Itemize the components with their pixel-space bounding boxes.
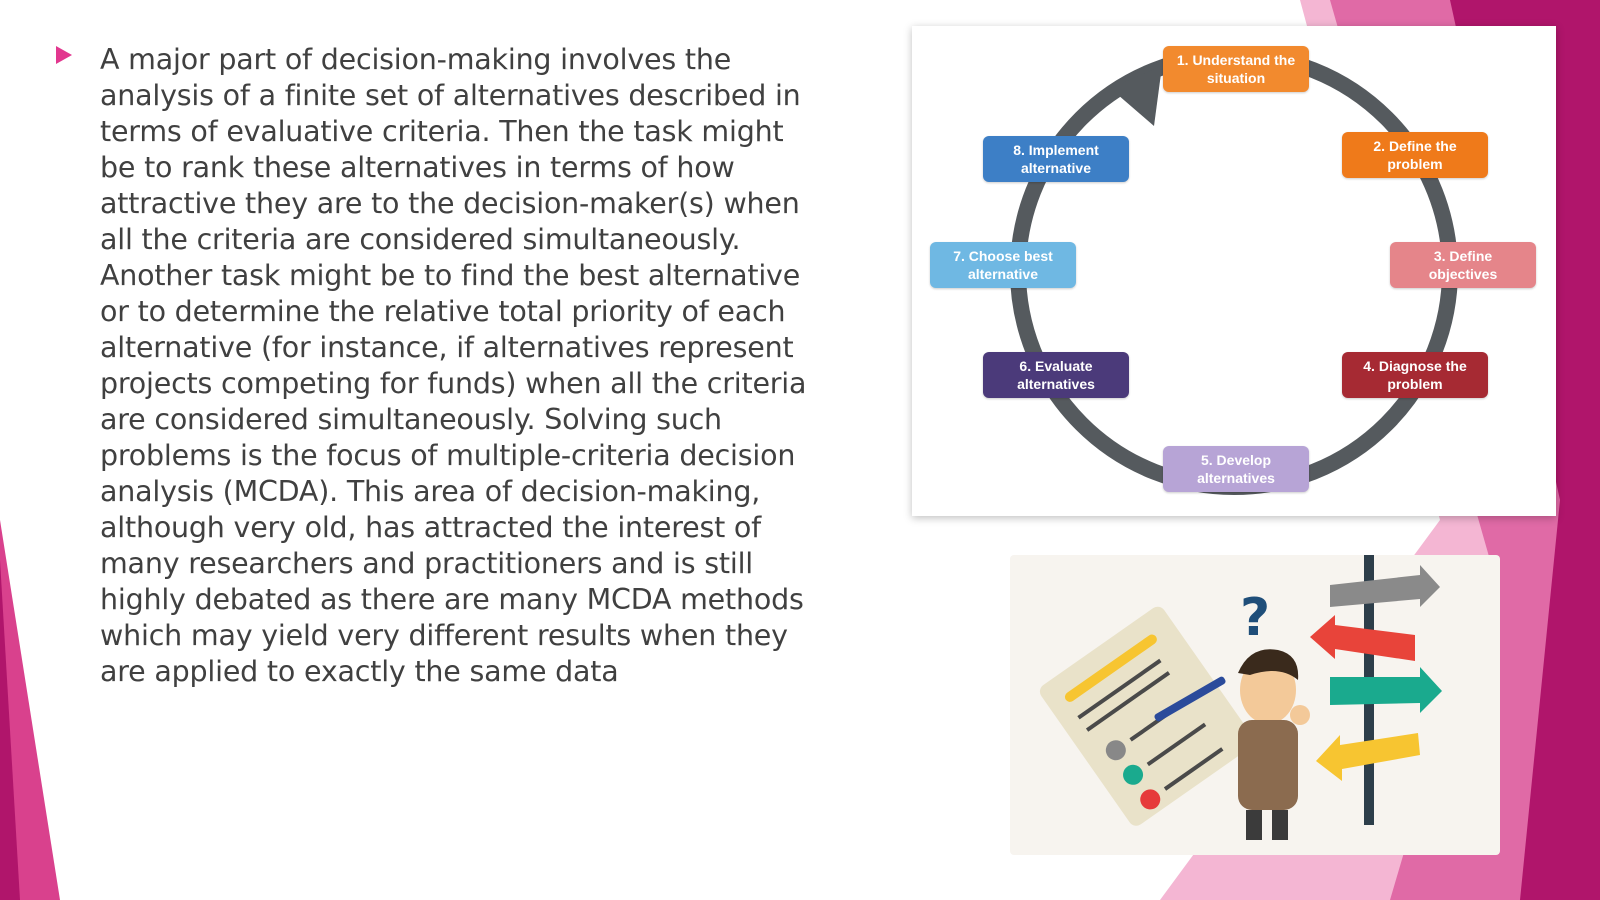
cycle-step-8: 8. Implement alternative [983, 136, 1129, 182]
decision-illustration: ? [1010, 555, 1500, 855]
cycle-step-5: 5. Develop alternatives [1163, 446, 1309, 492]
person-icon [1238, 649, 1310, 840]
cycle-step-3: 3. Define objectives [1390, 242, 1536, 288]
question-mark-icon: ? [1240, 588, 1270, 648]
signpost-icon [1310, 555, 1442, 825]
body-text: A major part of decision-making involves… [100, 43, 807, 688]
decision-cycle-diagram: 1. Understand the situation 2. Define th… [912, 26, 1556, 516]
cycle-step-7: 7. Choose best alternative [930, 242, 1076, 288]
bullet-triangle-icon [56, 46, 72, 64]
confused-person-signpost-icon: ? [1039, 555, 1442, 840]
cycle-step-4: 4. Diagnose the problem [1342, 352, 1488, 398]
bullet-paragraph: A major part of decision-making involves… [56, 42, 816, 690]
cycle-step-2: 2. Define the problem [1342, 132, 1488, 178]
checklist-icon [1039, 606, 1255, 826]
cycle-step-6: 6. Evaluate alternatives [983, 352, 1129, 398]
cycle-step-1: 1. Understand the situation [1163, 46, 1309, 92]
